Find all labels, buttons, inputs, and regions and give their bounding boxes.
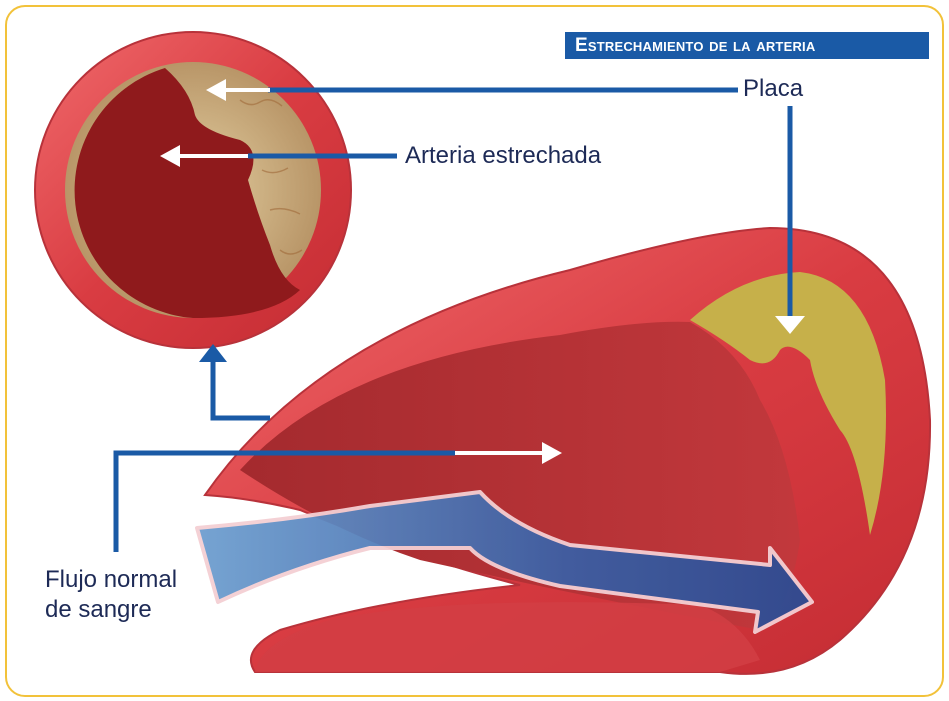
label-arteria-estrechada: Arteria estrechada <box>405 142 601 170</box>
artery-cross-section <box>35 32 351 348</box>
cross-section-link-line <box>213 358 270 418</box>
diagram-title: Estrechamiento de la arteria <box>565 32 929 59</box>
label-flujo-line2: de sangre <box>45 595 177 625</box>
label-placa: Placa <box>743 75 803 103</box>
label-flujo-line1: Flujo normal <box>45 565 177 595</box>
label-flujo-normal: Flujo normal de sangre <box>45 565 177 625</box>
